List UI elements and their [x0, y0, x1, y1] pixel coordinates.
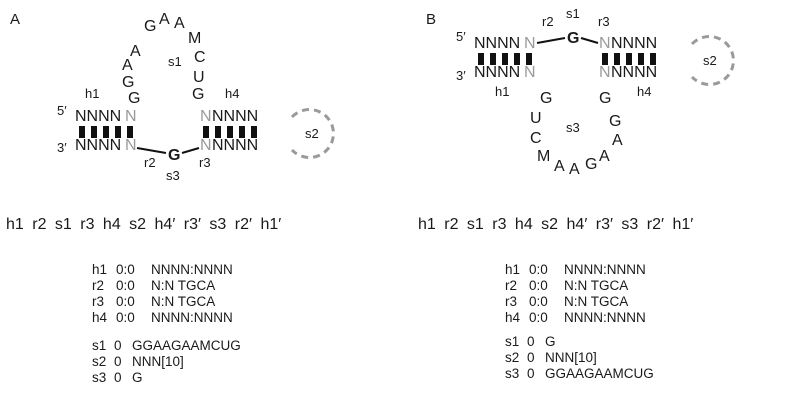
segment-order-a: h1 r2 s1 r3 h4 s2 h4′ r3′ s3 r2′ h1′	[6, 216, 282, 233]
segment-order-b: h1 r2 s1 r3 h4 s2 h4′ r3′ s3 r2′ h1′	[418, 216, 694, 233]
loop-a-nt-1: A	[130, 43, 141, 60]
prime5-a: 5′	[57, 103, 67, 118]
panel-b: B r2 s1 r3 5′ NNNN N G N NNNN 3′ NNNN N	[426, 6, 735, 178]
loop-b-nt-9: A	[612, 132, 623, 149]
nt-b-r3-top: N	[599, 35, 611, 52]
basepairs-b	[478, 53, 656, 65]
label-b-r2: r2	[542, 14, 554, 29]
label-a-h4: h4	[225, 86, 239, 101]
loop-a-nt-10: G	[122, 74, 134, 91]
strand-b-h4-bottom: NNNN	[611, 64, 657, 81]
loop-b-nt-5: A	[554, 158, 565, 175]
label-a-s3: s3	[166, 168, 180, 183]
label-b-h4: h4	[637, 84, 651, 99]
loop-b-nt-7: G	[585, 156, 597, 173]
label-a-r2: r2	[144, 155, 156, 170]
nt-b-r2-top: N	[524, 35, 536, 52]
loop-a-nt-8: U	[193, 69, 205, 86]
loop-b-nt-4: M	[537, 148, 550, 165]
basepairs-a	[79, 126, 257, 138]
strand-a-h1-bottom: NNNN	[75, 137, 121, 154]
nt-a-r3-bottom: N	[200, 137, 212, 154]
nt-b-g-s1: G	[567, 30, 579, 47]
loop-b-nt-8: A	[599, 148, 610, 165]
loop-b-nt-3: C	[530, 130, 542, 147]
strand-a-h4-top: NNNN	[212, 108, 258, 125]
loop-a-nt-4: A	[159, 11, 170, 28]
nt-b-r2-bottom: N	[524, 64, 536, 81]
loop-a-nt-3: G	[144, 18, 156, 35]
nt-a-r3-top: N	[200, 108, 212, 125]
loop-b-nt-2: U	[530, 110, 542, 127]
panel-a-label: A	[10, 11, 20, 28]
label-b-r3: r3	[598, 14, 610, 29]
loop-a-nt-2: A	[122, 57, 133, 74]
panel-a: A A A G A A M C U G G G s1 h1 h4 5′ NNNN…	[10, 11, 335, 183]
label-b-s3: s3	[566, 120, 580, 135]
label-b-s2: s2	[703, 53, 717, 68]
bond-b-left	[536, 37, 566, 44]
label-a-r3: r3	[199, 155, 211, 170]
prime3-a: 3′	[57, 140, 67, 155]
label-a-s2: s2	[305, 126, 319, 141]
nt-a-g-s3: G	[168, 147, 180, 164]
bond-b-right	[580, 37, 599, 44]
prime3-b: 3′	[456, 68, 466, 83]
loop-a-nt-9: G	[192, 86, 204, 103]
label-b-s1: s1	[566, 6, 580, 21]
strand-a-h4-bottom: NNNN	[212, 137, 258, 154]
loop-a-nt-6: M	[188, 30, 201, 47]
nt-a-r2-bottom: N	[125, 137, 137, 154]
loop-b-nt-11: G	[599, 90, 611, 107]
label-b-h1: h1	[495, 84, 509, 99]
loop-a-nt-7: C	[194, 49, 206, 66]
loop-b-s2	[690, 35, 735, 86]
loop-a-nt-11: G	[128, 90, 140, 107]
nt-b-r3-bottom: N	[599, 64, 611, 81]
bond-a-left	[136, 147, 167, 154]
prime5-b: 5′	[456, 29, 466, 44]
strand-b-h1-top: NNNN	[474, 35, 520, 52]
label-a-h1: h1	[85, 86, 99, 101]
label-a-s1: s1	[168, 54, 182, 69]
loop-b-nt-10: G	[609, 113, 621, 130]
loop-b-nt-1: G	[540, 90, 552, 107]
loop-a-s2	[290, 108, 335, 159]
strand-a-h1-top: NNNN	[75, 108, 121, 125]
panel-b-label: B	[426, 11, 436, 28]
bond-a-right	[181, 147, 200, 154]
nt-a-r2-top: N	[125, 108, 137, 125]
strand-b-h1-bottom: NNNN	[474, 64, 520, 81]
loop-a-nt-5: A	[174, 15, 185, 32]
strand-b-h4-top: NNNN	[611, 35, 657, 52]
loop-b-nt-6: A	[569, 161, 580, 178]
